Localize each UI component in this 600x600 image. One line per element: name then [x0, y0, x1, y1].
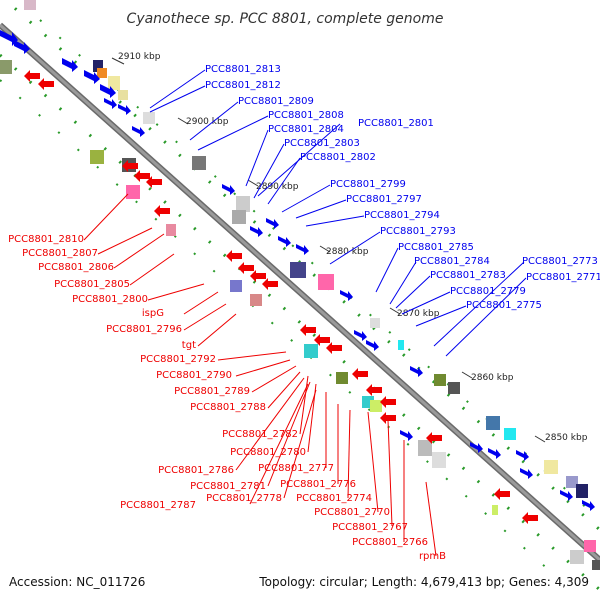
gene-label: PCC8801_2802: [300, 152, 376, 163]
gene-label: PCC8801_2808: [268, 110, 344, 121]
kbp-2870: 2870 kbp: [397, 309, 440, 319]
gene-label: PCC8801_2807: [22, 248, 98, 259]
gene-label: PCC8801_2787: [120, 500, 196, 511]
gene-label: PCC8801_2778: [206, 493, 282, 504]
gene-label: PCC8801_2803: [284, 138, 360, 149]
kbp-2880: 2880 kbp: [326, 247, 369, 257]
gene-label: PCC8801_2774: [296, 493, 372, 504]
gene-label: PCC8801_2780: [230, 447, 306, 458]
gene-label: PCC8801_2799: [330, 179, 406, 190]
kbp-2850: 2850 kbp: [545, 433, 588, 443]
kbp-2900: 2900 kbp: [186, 117, 229, 127]
genome-backbone-highlight: [0, 23, 600, 562]
kbp-2890: 2890 kbp: [256, 182, 299, 192]
gene-label: PCC8801_2812: [205, 80, 281, 91]
map-title: Cyanothece sp. PCC 8801, complete genome: [127, 11, 444, 27]
red-leaders: [83, 193, 437, 557]
gene-label: PCC8801_2810: [8, 234, 84, 245]
gene-label: PCC8801_2775: [466, 300, 542, 311]
gene-label: PCC8801_2794: [364, 210, 440, 221]
gene-label: PCC8801_2784: [414, 256, 490, 267]
gene-label: PCC8801_2797: [346, 194, 422, 205]
kbp-markers: 2910 kbp 2900 kbp 2890 kbp 2880 kbp 2870…: [111, 52, 588, 443]
gene-label: PCC8801_2804: [268, 124, 344, 135]
gene-label: PCC8801_2770: [314, 507, 390, 518]
gene-label: ispG: [142, 308, 164, 319]
gene-label: PCC8801_2813: [205, 64, 281, 75]
gene-label: PCC8801_2801: [358, 118, 434, 129]
gene-label: PCC8801_2792: [140, 354, 216, 365]
forward-genes: [0, 30, 595, 511]
gene-label: PCC8801_2782: [222, 429, 298, 440]
kbp-2910: 2910 kbp: [118, 52, 161, 62]
gene-label: PCC8801_2806: [38, 262, 114, 273]
gene-label: PCC8801_2781: [190, 481, 266, 492]
gene-label: PCC8801_2793: [380, 226, 456, 237]
gene-label: PCC8801_2783: [430, 270, 506, 281]
gene-label: PCC8801_2786: [158, 465, 234, 476]
gene-label: PCC8801_2800: [72, 294, 148, 305]
gene-label: PCC8801_2790: [156, 370, 232, 381]
blue-leaders: [149, 69, 527, 357]
gene-label: PCC8801_2785: [398, 242, 474, 253]
genome-summary: Topology: circular; Length: 4,679,413 bp…: [258, 575, 589, 589]
blue-gene-labels: PCC8801_2813 PCC8801_2812 PCC8801_2809 P…: [205, 64, 600, 311]
gene-label: PCC8801_2796: [106, 324, 182, 335]
reverse-genes: [24, 70, 538, 524]
gene-label: PCC8801_2788: [190, 402, 266, 413]
gene-label: tgt: [182, 340, 196, 351]
gene-label: PCC8801_2766: [352, 537, 428, 548]
gene-label: PCC8801_2809: [238, 96, 314, 107]
kbp-2860: 2860 kbp: [471, 373, 514, 383]
gene-label: PCC8801_2779: [450, 286, 526, 297]
tick-track-lower: [0, 53, 600, 592]
feature-blocks: [0, 0, 600, 570]
gene-label: PCC8801_2805: [54, 279, 130, 290]
gene-label: PCC8801_2767: [332, 522, 408, 533]
red-gene-labels: PCC8801_2810 PCC8801_2807 PCC8801_2806 P…: [8, 234, 446, 562]
gene-label: rpmB: [419, 551, 446, 562]
gene-label: PCC8801_2789: [174, 386, 250, 397]
gene-label: PCC8801_2771: [526, 272, 600, 283]
gene-label: PCC8801_2777: [258, 463, 334, 474]
accession-text: Accession: NC_011726: [9, 575, 145, 589]
tick-track-lower-outer: [0, 79, 561, 581]
gene-label: PCC8801_2773: [522, 256, 598, 267]
gene-label: PCC8801_2776: [280, 479, 356, 490]
